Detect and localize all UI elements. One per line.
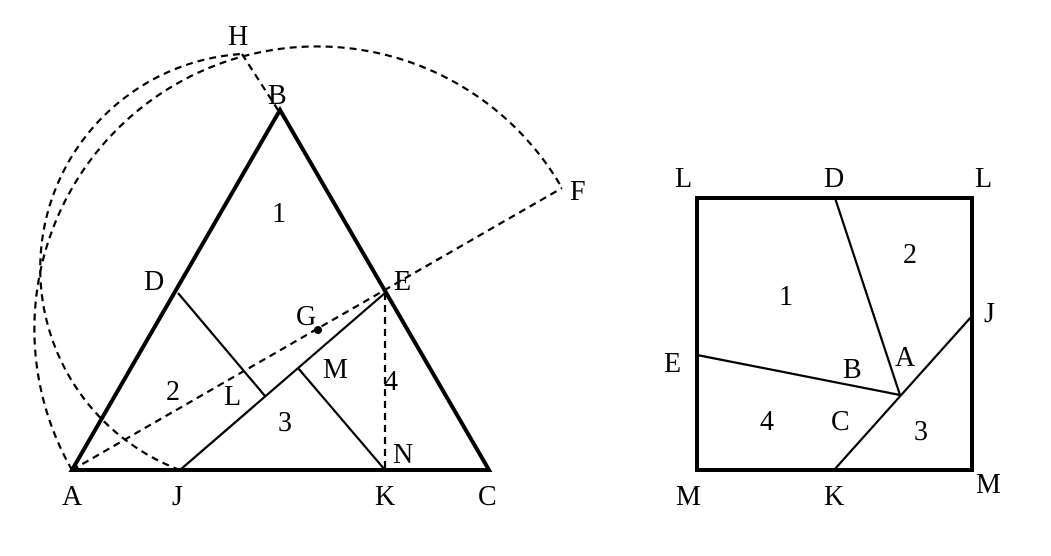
sq-piece-1: 1	[779, 281, 793, 312]
cut-j-k	[833, 315, 973, 471]
label-sq-a: A	[895, 342, 916, 373]
label-sq-e: E	[664, 348, 681, 379]
sq-piece-3: 3	[914, 416, 928, 447]
label-a: A	[62, 481, 83, 512]
cut-e-b	[696, 353, 901, 397]
label-c: C	[478, 481, 497, 512]
label-d: D	[144, 266, 164, 297]
cut-j-e	[179, 292, 386, 471]
label-l: L	[224, 381, 241, 412]
label-m-left: M	[676, 481, 701, 512]
square-figure: L L M M D E J K A B C 1 2 3 4	[664, 163, 1001, 512]
piece-4: 4	[384, 366, 398, 397]
piece-1: 1	[272, 198, 286, 229]
label-sq-k: K	[824, 481, 844, 512]
label-m: M	[323, 354, 348, 385]
label-f: F	[570, 176, 586, 207]
square-outline	[695, 196, 974, 472]
cut-d-a	[833, 197, 902, 396]
triangle-outline	[68, 106, 493, 472]
label-g: G	[296, 301, 316, 332]
label-h: H	[228, 21, 248, 52]
label-e: E	[394, 266, 411, 297]
large-arc	[33, 45, 563, 471]
small-arc	[39, 52, 243, 472]
label-sq-b: B	[843, 354, 862, 385]
label-sq-c: C	[831, 406, 850, 437]
label-sq-d: D	[824, 163, 844, 194]
label-m-right: M	[976, 469, 1001, 500]
piece-2: 2	[166, 376, 180, 407]
point-g-dot	[314, 326, 322, 334]
sq-piece-4: 4	[760, 406, 774, 437]
label-sq-j: J	[984, 298, 995, 329]
cut-m-k	[297, 367, 386, 471]
label-n: N	[393, 439, 413, 470]
sq-piece-2: 2	[903, 239, 917, 270]
cut-d-l	[177, 292, 266, 397]
triangle-figure: H B F D E G M L N A J K C 1 2 3 4	[33, 21, 586, 512]
label-j: J	[172, 481, 183, 512]
label-l-left: L	[675, 163, 692, 194]
piece-3: 3	[278, 407, 292, 438]
label-l-right: L	[975, 163, 992, 194]
label-b: B	[268, 80, 287, 111]
label-k: K	[375, 481, 395, 512]
